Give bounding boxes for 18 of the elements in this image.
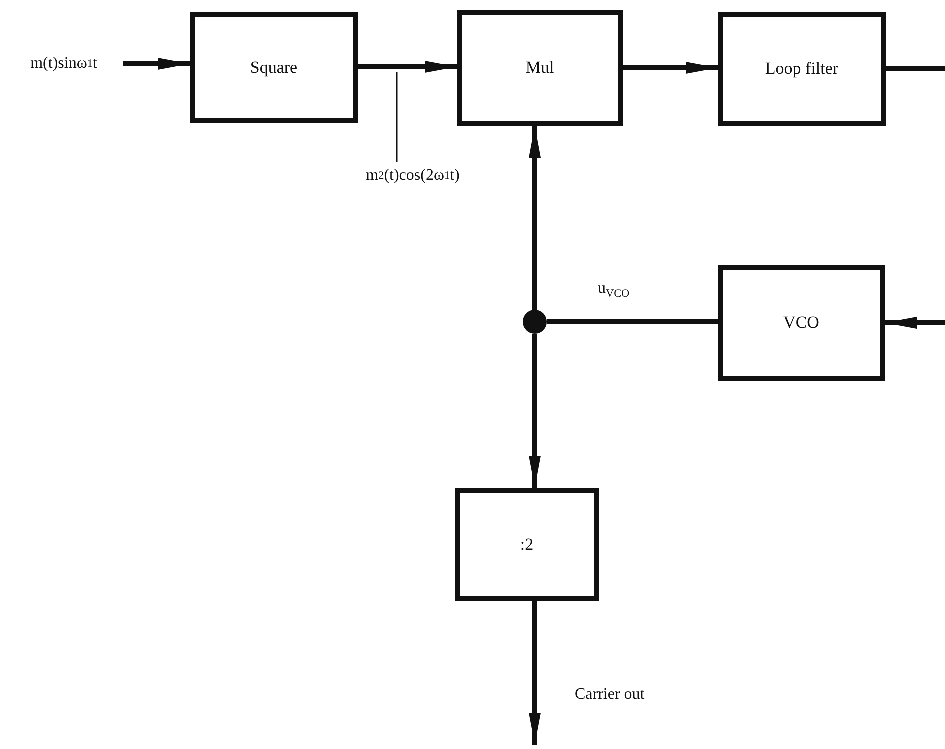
leader-line bbox=[396, 72, 398, 162]
output-label: Carrier out bbox=[575, 686, 645, 704]
arrow bbox=[623, 62, 718, 74]
process-box: VCO bbox=[718, 265, 885, 381]
arrow bbox=[123, 58, 190, 70]
connector-line bbox=[886, 66, 945, 72]
junction-dot bbox=[523, 310, 547, 334]
arrow bbox=[358, 61, 457, 73]
process-box: Mul bbox=[457, 10, 623, 126]
process-box: Loop filter bbox=[718, 12, 886, 126]
arrow bbox=[529, 601, 541, 745]
edge-label: u$_{VCO}$ bbox=[598, 280, 630, 300]
process-box: :2 bbox=[455, 488, 599, 601]
process-box: Square bbox=[190, 12, 358, 123]
arrow bbox=[529, 126, 541, 310]
arrow bbox=[885, 317, 945, 329]
connector-line bbox=[547, 320, 718, 324]
arrow bbox=[529, 334, 541, 488]
